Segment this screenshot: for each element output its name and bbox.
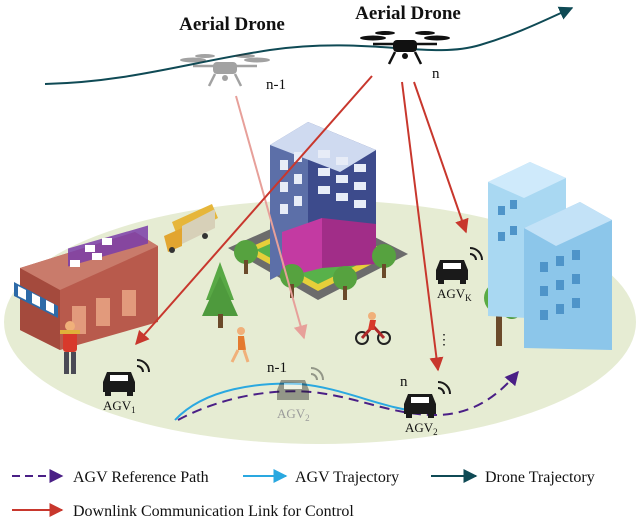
tree-icon xyxy=(372,244,396,278)
person-icon xyxy=(60,321,80,374)
drone-current-title: Aerial Drone xyxy=(355,3,461,24)
agv-k-icon xyxy=(436,247,483,284)
tree-icon xyxy=(280,264,304,298)
drone-current-index: n xyxy=(432,66,440,82)
agv-2-previous-label: AGV2 xyxy=(277,406,310,423)
agv-k-label: AGVK xyxy=(437,286,472,303)
drone-previous-title: Aerial Drone xyxy=(179,14,285,35)
agv-trajectory-curve xyxy=(174,382,426,421)
downlink-arrow-agv1 xyxy=(135,75,373,346)
agv-2-current-index: n xyxy=(400,374,408,390)
agv-1-label: AGV1 xyxy=(103,398,136,415)
downlink-arrow-faded xyxy=(235,95,308,340)
ground-area xyxy=(4,200,636,444)
downlink-arrow-agvk xyxy=(413,81,469,234)
agv-ellipsis: ⋮ xyxy=(437,333,451,348)
legend: AGV Reference Path AGV Trajectory Drone … xyxy=(12,469,595,519)
tree-icon xyxy=(234,240,258,274)
cyclist-icon xyxy=(355,312,391,345)
drone-trajectory-curve xyxy=(44,6,574,85)
drone-previous-index: n-1 xyxy=(266,77,286,93)
right-buildings xyxy=(488,162,612,350)
legend-reference-path-label: AGV Reference Path xyxy=(73,469,209,486)
downlink-arrow-agv2 xyxy=(401,81,444,372)
legend-drone-trajectory-label: Drone Trajectory xyxy=(485,469,595,486)
agv-2-previous-index: n-1 xyxy=(267,360,287,376)
legend-agv-trajectory-label: AGV Trajectory xyxy=(295,469,399,486)
legend-downlink-label: Downlink Communication Link for Control xyxy=(73,503,354,519)
agv-2-current-label: AGV2 xyxy=(405,420,438,437)
shop-building xyxy=(14,225,158,350)
tower-building xyxy=(270,122,376,280)
runner-icon xyxy=(230,327,250,363)
tree-icon xyxy=(333,266,357,300)
truck-icon xyxy=(164,204,218,253)
tree-icon xyxy=(202,262,238,328)
drone-current-icon xyxy=(360,31,450,65)
agv-1-icon xyxy=(103,359,150,396)
agv-2-current-icon xyxy=(404,381,451,418)
agv-2-previous-icon xyxy=(277,367,324,400)
drone-previous-icon xyxy=(180,54,270,87)
agv-reference-path-curve xyxy=(177,370,519,421)
